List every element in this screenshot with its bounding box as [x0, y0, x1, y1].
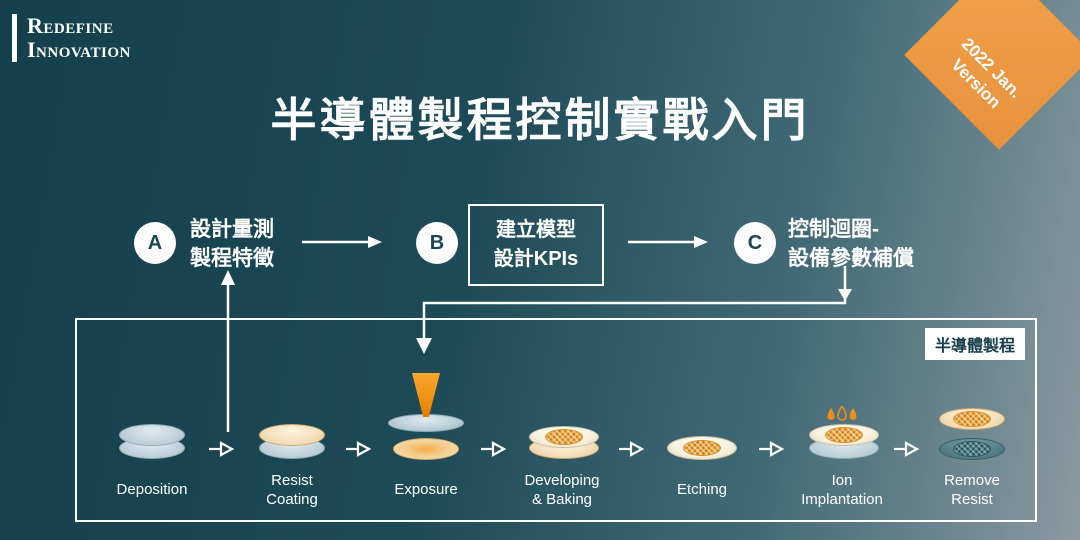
- step-arrow-icon: [619, 441, 645, 457]
- ion-implantation-icon: [807, 406, 879, 460]
- step-arrow-icon: [759, 441, 785, 457]
- flow-step-a-label: 設計量測 製程特徵: [190, 218, 274, 271]
- flow-step-b-box: 建立模型 設計KPIs: [468, 204, 604, 286]
- logo-line-1: Redefine: [27, 13, 114, 38]
- step-arrow-icon: [481, 441, 507, 457]
- logo: Redefine Innovation: [12, 14, 131, 62]
- step-label: Deposition: [116, 481, 188, 499]
- logo-text: Redefine Innovation: [27, 14, 131, 62]
- process-step-etching: Etching: [642, 320, 762, 520]
- ion-droplets-icon: [827, 406, 857, 421]
- arrow-a-to-b-icon: [302, 236, 382, 248]
- light-funnel-icon: [412, 373, 440, 417]
- process-box: 半導體製程 Deposition Resist Coat: [75, 318, 1037, 522]
- step-arrow-icon: [209, 441, 235, 457]
- flow-step-b-letter: B: [429, 231, 445, 254]
- step-label: Etching: [676, 481, 728, 499]
- resist-coating-wafer-icon: [257, 424, 327, 460]
- process-step-remove-resist: Remove Resist: [912, 320, 1032, 520]
- step-label: Ion Implantation: [801, 471, 883, 509]
- flow-step-a-circle: A: [134, 222, 176, 264]
- logo-bar: [12, 14, 17, 62]
- exposure-wafer-icon: [393, 438, 459, 460]
- step-arrow-icon: [894, 441, 920, 457]
- process-step-deposition: Deposition: [92, 320, 212, 520]
- page-title: 半導體製程控制實戰入門: [270, 94, 810, 146]
- process-box-label: 半導體製程: [924, 328, 1025, 360]
- step-label: Resist Coating: [266, 471, 318, 509]
- exposure-beam-icon: [388, 373, 464, 460]
- process-step-ion-implantation: Ion Implantation: [782, 320, 902, 520]
- flow-step-b-label: 建立模型 設計KPIs: [493, 219, 579, 270]
- step-label: Exposure: [394, 481, 458, 499]
- flow-step-a-letter: A: [147, 231, 163, 254]
- arrow-b-to-c-icon: [628, 236, 708, 248]
- step-label: Developing & Baking: [524, 471, 600, 509]
- etching-wafer-icon: [667, 436, 737, 460]
- logo-line-2: Innovation: [27, 36, 131, 62]
- remove-resist-wafer-icon: [939, 408, 1005, 460]
- process-step-developing-baking: Developing & Baking: [502, 320, 622, 520]
- step-arrow-icon: [346, 441, 372, 457]
- flow-step-c-circle: C: [734, 222, 776, 264]
- flow-step-c-label: 控制迴圈- 設備參數補償: [788, 218, 914, 271]
- developing-wafer-icon: [527, 426, 599, 460]
- deposition-wafer-icon: [117, 424, 187, 460]
- step-label: Remove Resist: [944, 471, 1000, 509]
- process-step-resist-coating: Resist Coating: [232, 320, 352, 520]
- flow-step-b-circle: B: [416, 222, 458, 264]
- process-step-exposure: Exposure: [366, 320, 486, 520]
- flow-step-c-letter: C: [747, 231, 763, 254]
